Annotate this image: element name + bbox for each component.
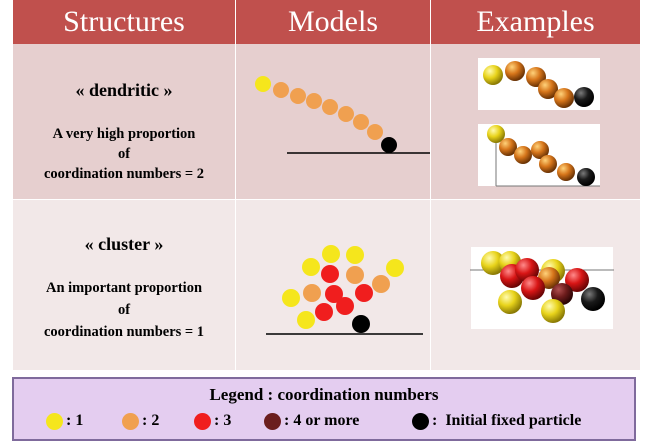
legend-label-5: : Initial fixed particle [432, 412, 582, 429]
dendritic-line3: coordination numbers = 2 [43, 166, 205, 182]
cluster-title: « cluster » [84, 234, 164, 254]
legend-label-1: : 1 [66, 412, 84, 429]
header-models: Models [236, 0, 430, 44]
dendritic-title: « dendritic » [75, 80, 173, 100]
header-examples: Examples [431, 0, 640, 44]
dark-red-dot-icon [264, 412, 281, 430]
legend-label-2: : 2 [142, 412, 160, 429]
header-structures: Structures [13, 0, 235, 44]
legend-label-4: : 4 or more [284, 412, 360, 429]
dendritic-example-1-particles [483, 61, 594, 108]
black-dot-icon [412, 412, 429, 430]
cluster-model [266, 245, 423, 335]
dendritic-line2: of [117, 146, 131, 162]
legend-item-4: : 4 or more [264, 412, 359, 430]
cluster-line3: coordination numbers = 1 [43, 324, 205, 340]
legend-item-3: : 3 [194, 412, 231, 430]
orange-dot-icon [122, 412, 139, 430]
legend-item-5: : Initial fixed particle [412, 412, 581, 430]
cluster-example-particles [470, 251, 614, 323]
column-divider-2 [430, 0, 431, 370]
column-divider-1 [235, 0, 236, 370]
dendritic-line1: A very high proportion [52, 126, 196, 142]
row-divider [13, 199, 640, 200]
dendritic-model [255, 76, 430, 154]
legend-item-2: : 2 [122, 412, 159, 430]
legend: Legend : coordination numbers : 1 : 2 : … [12, 377, 636, 441]
yellow-dot-icon [46, 412, 63, 430]
cluster-line2: of [117, 302, 131, 318]
legend-title: Legend : coordination numbers [209, 385, 439, 404]
cluster-line1: An important proportion [45, 280, 203, 296]
legend-label-3: : 3 [214, 412, 232, 429]
legend-item-1: : 1 [46, 412, 83, 430]
dendritic-example-2-particles [487, 125, 600, 187]
red-dot-icon [194, 412, 211, 430]
